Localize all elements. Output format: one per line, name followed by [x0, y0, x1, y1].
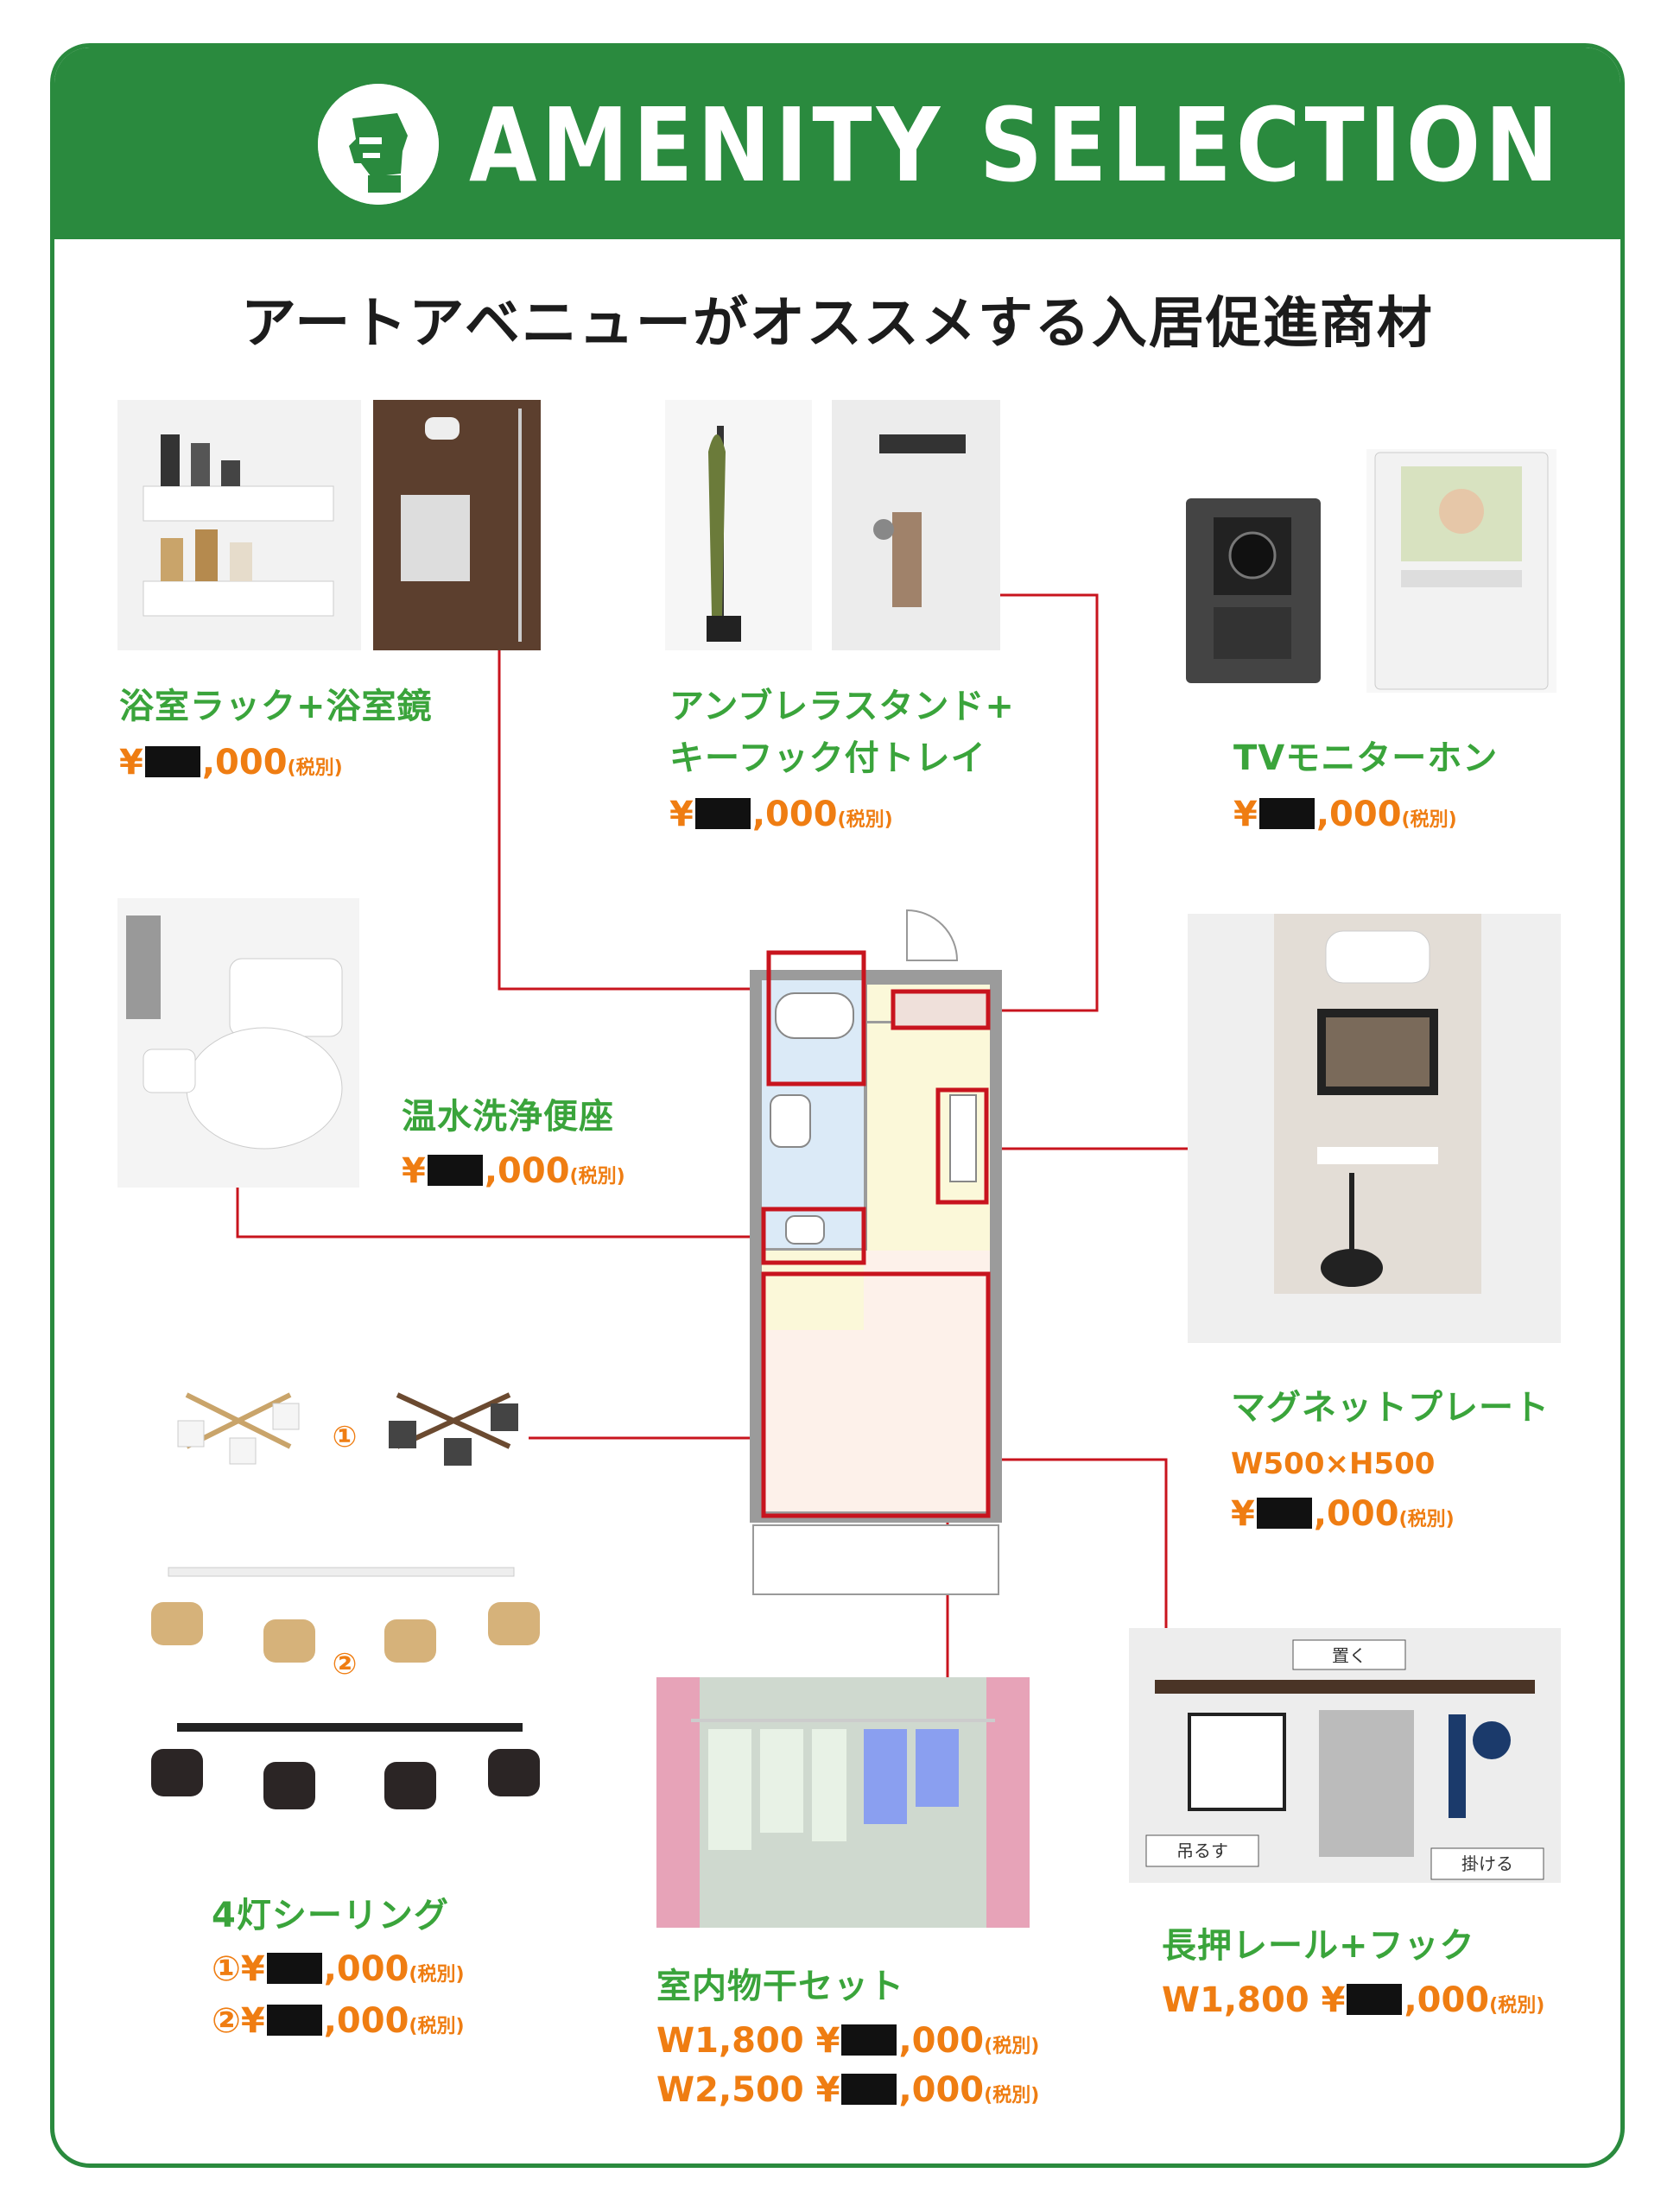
size-label: W1,800 — [656, 2021, 804, 2061]
drying-price-1: W1,800 ¥ ,000(税別) — [656, 2017, 1039, 2071]
price-suffix: ,000 — [323, 1949, 409, 1989]
price-prefix: ¥ — [815, 2021, 840, 2061]
rail-tag-hang-down: 吊るす — [1176, 1840, 1228, 1861]
price-prefix: ¥ — [1321, 1980, 1346, 2020]
price-prefix: ¥ — [669, 795, 694, 834]
price-redaction — [266, 1953, 322, 1984]
price-redaction — [144, 746, 200, 777]
price-prefix: ①¥ — [212, 1949, 265, 1989]
brand-logo-icon — [318, 84, 439, 205]
price-suffix: ,000 — [898, 2021, 985, 2061]
tax-note: (税別) — [984, 2036, 1040, 2057]
ceiling-price-1: ①¥ ,000(税別) — [212, 1945, 465, 1999]
ceiling-price-2: ②¥ ,000(税別) — [212, 1997, 465, 2051]
price-prefix: ②¥ — [212, 2001, 265, 2041]
tax-note: (税別) — [1401, 809, 1457, 831]
rail-tag-hang: 掛ける — [1461, 1853, 1513, 1874]
price-prefix: ¥ — [119, 743, 143, 782]
price-redaction — [841, 2074, 897, 2105]
price-suffix: ,000 — [1313, 1494, 1399, 1534]
price-redaction — [841, 2024, 897, 2056]
rail-tag-place: 置く — [1332, 1645, 1366, 1666]
price-suffix: ,000 — [751, 795, 838, 834]
size-label: W1,800 — [1162, 1980, 1309, 2020]
tax-note: (税別) — [409, 2016, 465, 2037]
ceiling-option-1-marker: ① — [332, 1420, 358, 1454]
price-redaction — [1258, 798, 1315, 829]
tax-note: (税別) — [984, 2085, 1040, 2106]
rail-price: W1,800 ¥ ,000(税別) — [1162, 1976, 1544, 2030]
tax-note: (税別) — [569, 1166, 625, 1188]
drying-product-name: 室内物干セット — [656, 1967, 904, 2006]
price-redaction — [266, 2005, 322, 2036]
magnet-size: W500×H500 — [1231, 1447, 1436, 1481]
price-prefix: ¥ — [1231, 1494, 1255, 1534]
tax-note: (税別) — [837, 809, 893, 831]
tv-monitor-door-unit-photo — [1179, 495, 1328, 687]
bath-rack-photo — [117, 400, 361, 650]
size-label: W2,500 — [656, 2070, 804, 2110]
ceiling-product-name: 4灯シーリング — [212, 1896, 449, 1935]
toilet-product-name: 温水洗浄便座 — [402, 1097, 614, 1137]
magnet-product-name: マグネットプレート — [1231, 1388, 1550, 1428]
price-suffix: ,000 — [323, 2001, 409, 2041]
price-redaction — [694, 798, 751, 829]
price-redaction — [1347, 1984, 1403, 2015]
header-banner: AMENITY SELECTION — [54, 48, 1620, 239]
tax-note: (税別) — [1489, 1995, 1545, 2017]
price-prefix: ¥ — [815, 2070, 840, 2110]
page-subtitle: アートアベニューがオススメする入居促進商材 — [241, 292, 1434, 356]
magnet-plate-photo — [1188, 914, 1561, 1343]
price-redaction — [1256, 1498, 1312, 1529]
tax-note: (税別) — [287, 757, 343, 779]
umbrella-price: ¥ ,000(税別) — [669, 790, 893, 845]
price-prefix: ¥ — [1233, 795, 1258, 834]
price-redaction — [427, 1155, 483, 1186]
price-suffix: ,000 — [1404, 1980, 1490, 2020]
key-hook-tray-photo — [832, 400, 1000, 650]
price-suffix: ,000 — [1315, 795, 1402, 834]
toilet-price: ¥ ,000(税別) — [402, 1147, 625, 1201]
toilet-seat-photo — [117, 898, 359, 1188]
price-suffix: ,000 — [484, 1151, 570, 1191]
drying-price-2: W2,500 ¥ ,000(税別) — [656, 2066, 1039, 2120]
indoor-drying-set-photo — [656, 1677, 1030, 1928]
header-title: AMENITY SELECTION — [469, 86, 1563, 205]
umbrella-product-name-line1: アンブレラスタンド+ — [669, 687, 1015, 726]
tax-note: (税別) — [409, 1964, 465, 1986]
ceiling-option-2-marker: ② — [332, 1647, 358, 1682]
ceiling-light-2-black-photo — [143, 1697, 544, 1814]
price-suffix: ,000 — [201, 743, 288, 782]
tv-price: ¥ ,000(税別) — [1233, 790, 1457, 845]
price-prefix: ¥ — [402, 1151, 426, 1191]
tv-monitor-master-unit-photo — [1366, 449, 1556, 693]
tv-product-name: TVモニターホン — [1233, 738, 1499, 778]
umbrella-stand-photo — [665, 400, 812, 650]
bath-price: ¥ ,000(税別) — [119, 738, 343, 793]
ceiling-light-1-white-photo — [169, 1369, 307, 1473]
tax-note: (税別) — [1398, 1509, 1455, 1530]
umbrella-product-name-line2: キーフック付トレイ — [669, 738, 986, 778]
ceiling-light-2-white-photo — [143, 1559, 544, 1671]
ceiling-light-1-dark-photo — [380, 1369, 529, 1473]
bath-mirror-photo — [373, 400, 541, 650]
bath-product-name: 浴室ラック+浴室鏡 — [119, 687, 433, 726]
rail-product-name: 長押レール+フック — [1162, 1926, 1475, 1966]
price-suffix: ,000 — [898, 2070, 985, 2110]
nageshi-rail-photo — [1129, 1628, 1561, 1883]
magnet-price: ¥ ,000(税別) — [1231, 1490, 1455, 1544]
